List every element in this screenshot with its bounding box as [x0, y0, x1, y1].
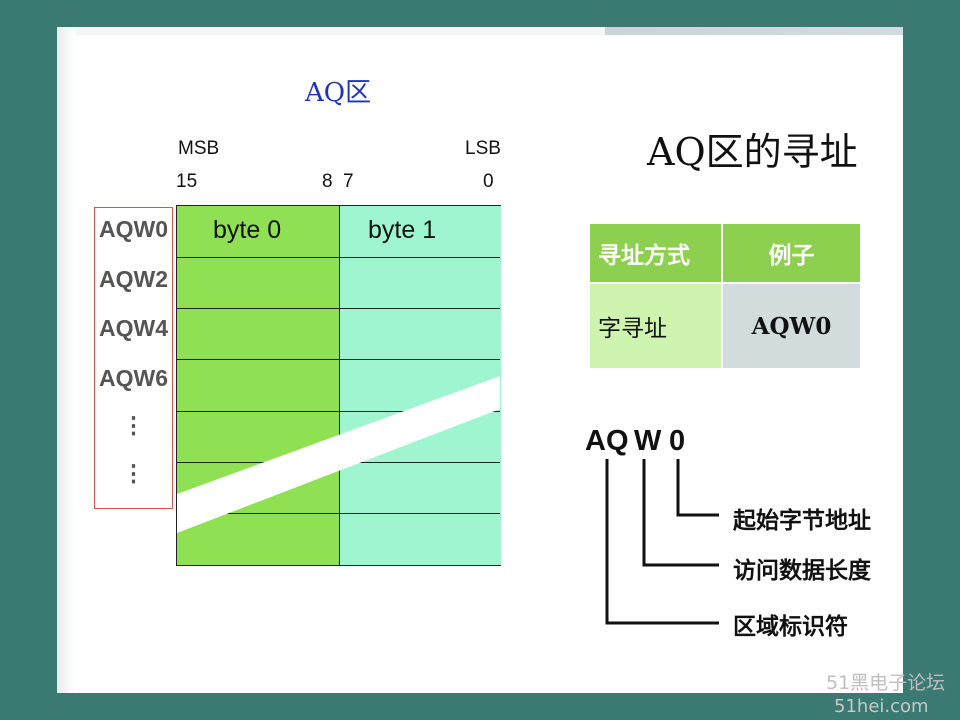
grid-row-divider: [177, 308, 500, 309]
part-aq: AQ: [585, 425, 629, 457]
bit-7-label: 7: [343, 171, 354, 192]
header-example: 例子: [721, 222, 862, 284]
bit-15-label: 15: [176, 171, 198, 192]
legend-connectors: [605, 459, 719, 625]
row-label-aqw2: AQW2: [99, 266, 168, 292]
omission-break-band: [177, 376, 500, 533]
grid-row-divider: [177, 411, 500, 412]
header-addressing-mode: 寻址方式: [588, 222, 723, 284]
memory-grid: byte 0 byte 1: [176, 205, 501, 566]
legend-area-identifier: 区域标识符: [733, 614, 848, 640]
cell-example-aqw0: AQW0: [721, 282, 862, 370]
slide-left-strip: [57, 27, 75, 693]
row-label-ellipsis-1: ⋮: [122, 412, 145, 438]
addressing-table: 寻址方式 例子 字寻址 AQW0: [588, 222, 862, 370]
part-0: 0: [669, 425, 686, 457]
row-label-aqw6: AQW6: [99, 365, 168, 391]
bit-8-label: 8: [322, 171, 333, 192]
watermark-line2: 51hei.com: [834, 696, 929, 717]
legend-access-data-length: 访问数据长度: [733, 558, 871, 584]
watermark-line1: 51黑电子论坛: [826, 672, 946, 694]
legend-start-byte-address: 起始字节地址: [733, 508, 871, 534]
msb-label: MSB: [178, 138, 220, 159]
grid-row-divider: [177, 359, 500, 360]
addressing-title: AQ区的寻址: [647, 130, 858, 174]
row-label-aqw0: AQW0: [99, 216, 168, 242]
diagram-title: AQ区: [305, 78, 372, 108]
part-w: W: [634, 425, 662, 457]
bit-0-label: 0: [483, 171, 494, 192]
row-label-box: AQW0 AQW2 AQW4 AQW6 ⋮ ⋮: [94, 207, 173, 509]
slide: AQ区 MSB LSB 15 8 7 0 AQW0 AQW2 AQW4 AQW6…: [57, 27, 903, 693]
slide-top-bar: [75, 27, 903, 35]
lsb-label: LSB: [465, 138, 501, 159]
cell-word-addressing: 字寻址: [588, 282, 723, 370]
grid-row-divider: [177, 513, 500, 514]
row-label-ellipsis-2: ⋮: [122, 460, 145, 486]
byte1-label: byte 1: [368, 216, 437, 244]
byte0-label: byte 0: [213, 216, 282, 244]
grid-row-divider: [177, 257, 500, 258]
row-label-aqw4: AQW4: [99, 315, 168, 341]
